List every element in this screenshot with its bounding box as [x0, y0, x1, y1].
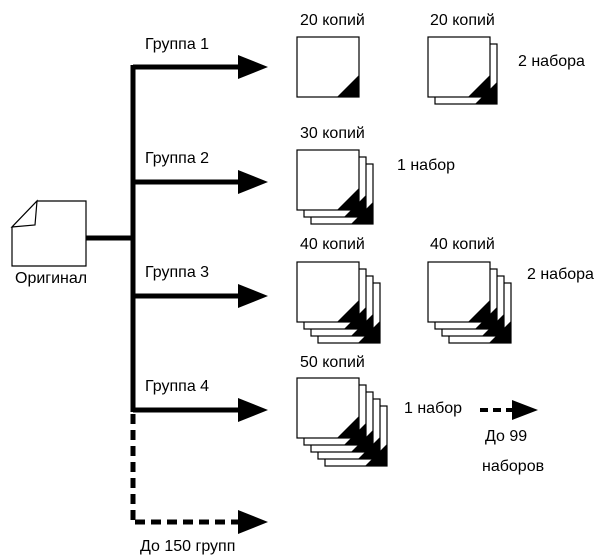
folded-corner	[337, 188, 359, 210]
group-1-stack-2-copies: 20 копий	[430, 12, 495, 29]
original-document-icon	[11, 200, 87, 267]
folded-corner	[337, 300, 359, 322]
group-1-label: Группа 1	[145, 36, 210, 53]
paper-stacks	[296, 36, 512, 467]
original-document-fold	[10, 199, 38, 228]
paper-stack-group-2-1	[296, 149, 374, 225]
paper-stack-group-1-2	[427, 36, 498, 105]
folded-corner	[468, 300, 490, 322]
paper-stack-group-4-1	[296, 377, 388, 467]
paper-stack-group-1-1	[296, 36, 360, 98]
group-1-arrow	[133, 55, 268, 79]
group-3-label: Группа 3	[145, 264, 210, 281]
group-2-arrow	[133, 170, 268, 194]
more-sets-arrow	[480, 400, 538, 420]
group-2-stack-copies: 30 копий	[300, 125, 365, 142]
group-2-sets-label: 1 набор	[397, 157, 456, 174]
more-groups-arrow	[135, 510, 268, 534]
original-label: Оригинал	[15, 270, 88, 287]
more-sets-label-line-1: До 99	[485, 428, 528, 445]
more-groups-label: До 150 групп	[140, 538, 236, 555]
group-4-sets-label: 1 набор	[404, 400, 463, 417]
group-2-label: Группа 2	[145, 150, 210, 167]
group-4-stack-copies: 50 копий	[300, 354, 365, 371]
group-3-sets-label: 2 набора	[527, 266, 594, 283]
paper-stack-group-3-1	[296, 261, 381, 344]
group-1-sets-label: 2 набора	[518, 53, 585, 70]
group-3-stack-1-copies: 40 копий	[300, 236, 365, 253]
folded-corner	[337, 75, 359, 97]
paper-stack-group-3-2	[427, 261, 512, 344]
folded-corner	[468, 75, 490, 97]
group-4-label: Группа 4	[145, 378, 210, 395]
group-3-stack-2-copies: 40 копий	[430, 236, 495, 253]
folded-corner	[337, 416, 359, 438]
group-1-stack-1-copies: 20 копий	[300, 12, 365, 29]
group-3-arrow	[133, 284, 268, 308]
group-4-arrow	[133, 398, 268, 422]
more-sets-label-line-2: наборов	[482, 458, 545, 475]
